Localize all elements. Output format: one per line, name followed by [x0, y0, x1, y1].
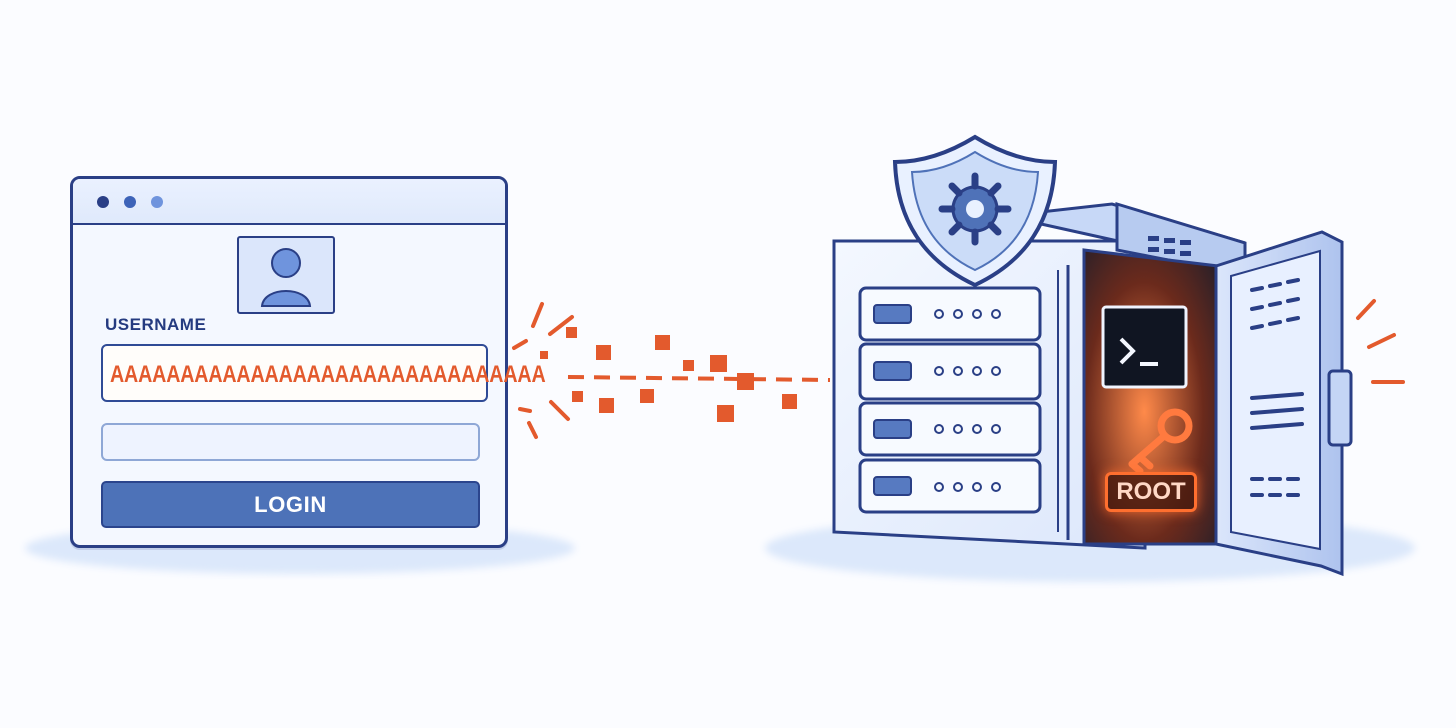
- login-button[interactable]: LOGIN: [101, 481, 480, 528]
- avatar: [237, 236, 335, 314]
- rack-unit: [858, 286, 1042, 342]
- overflow-burst: [512, 302, 574, 439]
- rack-unit: [858, 401, 1042, 457]
- shield-gear-icon: [892, 134, 1058, 288]
- alert-rays: [1356, 299, 1405, 384]
- overflow-input-value: AAAAAAAAAAAAAAAAAAAAAAAAAAAAAAA: [110, 361, 546, 388]
- window-control-dot[interactable]: [151, 196, 163, 208]
- rack-unit: [858, 342, 1042, 401]
- window-control-dot[interactable]: [124, 196, 136, 208]
- exploit-arrow: [567, 375, 831, 382]
- password-input[interactable]: [101, 423, 480, 461]
- login-window: USERNAME AAAAAAAAAAAAAAAAAAAAAAAAAAAAAAA…: [70, 176, 546, 548]
- data-fragments: [540, 327, 797, 422]
- rack-unit: [858, 458, 1042, 514]
- user-icon: [260, 248, 312, 307]
- username-label: USERNAME: [105, 315, 207, 334]
- window-control-dot[interactable]: [97, 196, 109, 208]
- server-door: [1214, 230, 1353, 577]
- key-icon: [1128, 408, 1193, 475]
- terminal-icon: [1101, 305, 1188, 389]
- server-cabinet: [832, 201, 1247, 550]
- window-titlebar: [73, 179, 505, 225]
- root-badge: ROOT: [1105, 472, 1197, 512]
- username-input[interactable]: [101, 344, 488, 402]
